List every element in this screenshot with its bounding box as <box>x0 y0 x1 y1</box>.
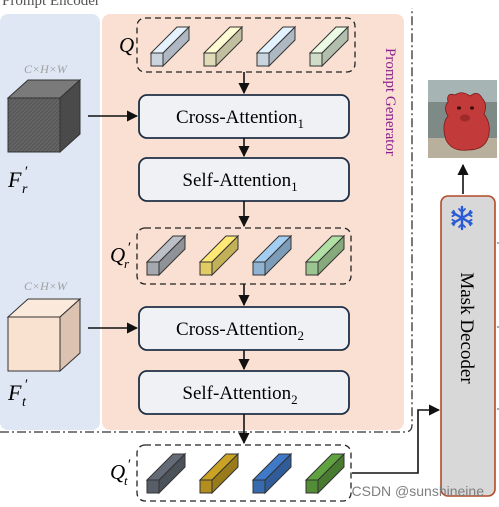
bear-mask-image <box>428 80 497 158</box>
cross-attention-1-sub: 1 <box>297 116 304 131</box>
query-qr-tokens <box>145 234 346 277</box>
query-qt-prime: ′ <box>127 457 131 473</box>
snowflake-icon <box>451 205 473 231</box>
feature-r-base: F <box>7 167 22 192</box>
query-label-q: Q <box>119 33 134 57</box>
self-attention-2-block: Self-Attention2 <box>138 370 350 415</box>
query-qt-token-2 <box>198 452 240 495</box>
query-group-q <box>136 17 356 73</box>
cross-attention-2-block: Cross-Attention2 <box>138 306 350 351</box>
query-q-token-4 <box>308 25 350 68</box>
query-q-token-1 <box>149 25 191 68</box>
query-q-tokens <box>149 25 350 68</box>
self-attention-1-sub: 1 <box>291 179 298 194</box>
self-attention-2-sub: 2 <box>291 392 298 407</box>
query-qr-base: Q <box>110 243 125 267</box>
svg-text:Self-Attention1: Self-Attention1 <box>182 170 297 194</box>
prompt-generator-title: Prompt Generator <box>382 48 398 156</box>
feature-r-dims: C×H×W <box>24 62 68 76</box>
query-qt-tokens <box>145 452 346 495</box>
feature-cube-r <box>6 78 82 154</box>
query-label-qt: Q ′ t <box>110 457 131 488</box>
query-qt-token-1 <box>145 452 187 495</box>
feature-t-sub: t <box>22 395 27 410</box>
query-qr-sub: r <box>124 256 130 271</box>
svg-text:Cross-Attention1: Cross-Attention1 <box>176 107 304 131</box>
mask-decoder-block: Mask Decoder <box>440 195 496 497</box>
query-qr-token-2 <box>198 234 240 277</box>
cross-attention-2-sub: 2 <box>297 328 304 343</box>
cross-attention-2-label: Cross-Attention <box>176 319 298 340</box>
prompt-generator-panel <box>102 14 404 430</box>
feature-r-sub: r <box>22 182 28 197</box>
feature-r-label: F ′ r <box>7 164 28 197</box>
query-q-token-2 <box>202 25 244 68</box>
arrow-qt-to-decoder <box>352 404 441 474</box>
query-q-token-3 <box>255 25 297 68</box>
self-attention-1-label: Self-Attention <box>182 170 291 191</box>
query-qt-base: Q <box>110 460 125 484</box>
query-q-text: Q <box>119 33 134 57</box>
query-qt-token-4 <box>304 452 346 495</box>
feature-t-label: F ′ t <box>7 377 28 410</box>
feature-t-prime: ′ <box>24 377 28 393</box>
query-qr-token-4 <box>304 234 346 277</box>
svg-text:Self-Attention2: Self-Attention2 <box>182 383 297 407</box>
cross-attention-1-label: Cross-Attention <box>176 107 298 128</box>
query-qt-token-3 <box>251 452 293 495</box>
watermark-text: CSDN @sunshineine <box>352 483 485 499</box>
feature-t-dims: C×H×W <box>24 279 68 293</box>
query-group-qt <box>136 444 352 502</box>
cross-attention-1-block: Cross-Attention1 <box>138 94 350 139</box>
feature-r-prime: ′ <box>24 164 28 180</box>
prompt-encoder-frame <box>0 8 413 433</box>
mask-decoder-label: Mask Decoder <box>456 272 477 384</box>
self-attention-2-label: Self-Attention <box>182 383 291 404</box>
query-qr-prime: ′ <box>127 240 131 256</box>
query-label-qr: Q ′ r <box>110 240 131 271</box>
svg-text:Cross-Attention2: Cross-Attention2 <box>176 319 304 343</box>
prompt-encoder-title: Prompt Encoder <box>2 0 100 9</box>
feature-cube-t <box>6 297 82 373</box>
query-qr-token-1 <box>145 234 187 277</box>
query-qt-sub: t <box>124 473 128 488</box>
query-qr-token-3 <box>251 234 293 277</box>
feature-t-base: F <box>7 380 22 405</box>
self-attention-1-block: Self-Attention1 <box>138 157 350 202</box>
